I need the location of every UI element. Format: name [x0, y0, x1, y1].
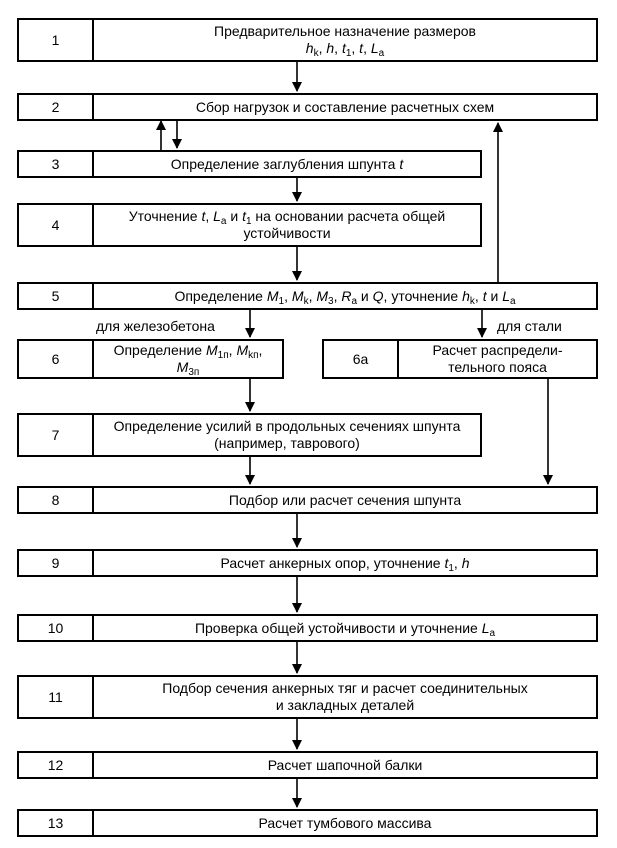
step-text: Расчет шапочной балки — [94, 753, 596, 777]
branch-label-steel: для стали — [497, 318, 562, 334]
step-box-12: 12 Расчет шапочной балки — [17, 751, 598, 779]
step-text-line: hk, h, t1, t, La — [305, 40, 385, 59]
step-box-5: 5 Определение M1, Mk, M3, Ra и Q, уточнен… — [17, 282, 598, 310]
step-box-3: 3 Определение заглубления шпунта t — [17, 150, 482, 178]
step-box-7: 7 Определение усилий в продольных сечения… — [17, 413, 482, 457]
step-text: Расчет тумбового массива — [94, 811, 596, 835]
step-text-line: Определение M1п, Mkп, — [113, 342, 263, 361]
step-text-line: Определение заглубления шпунта t — [170, 155, 404, 172]
step-text-line: Расчет распредели- — [432, 342, 563, 358]
step-text-line: устойчивости — [243, 225, 331, 241]
step-number: 13 — [19, 811, 94, 835]
step-number: 9 — [19, 551, 94, 575]
step-box-9: 9 Расчет анкерных опор, уточнение t1, h — [17, 549, 598, 577]
step-number: 10 — [19, 616, 94, 640]
step-text-line: Предварительное назначение размеров — [214, 23, 476, 39]
step-text: Определение усилий в продольных сечениях… — [94, 415, 480, 455]
step-text-line: Подбор сечения анкерных тяг и расчет сое… — [162, 680, 528, 696]
step-text-line: Определение усилий в продольных сечениях… — [113, 418, 461, 434]
step-text: Расчет распредели-тельного пояса — [399, 341, 596, 377]
step-number: 8 — [19, 488, 94, 512]
step-text-line: тельного пояса — [448, 359, 547, 375]
step-text-line: M3п — [176, 359, 200, 378]
step-number: 12 — [19, 753, 94, 777]
step-text-line: Расчет шапочной балки — [267, 756, 423, 773]
step-text: Определение M1п, Mkп,M3п — [94, 341, 282, 378]
step-text: Подбор сечения анкерных тяг и расчет сое… — [94, 677, 596, 717]
step-text-line: Уточнение t, La и t1 на основании расчет… — [128, 208, 446, 227]
step-number: 6а — [324, 341, 399, 377]
step-text: Подбор или расчет сечения шпунта — [94, 488, 596, 512]
step-text: Расчет анкерных опор, уточнение t1, h — [94, 551, 596, 575]
branch-label-concrete: для железобетона — [96, 318, 215, 334]
step-text-line: Сбор нагрузок и составление расчетных сх… — [195, 98, 495, 115]
step-text-line: Расчет анкерных опор, уточнение t1, h — [220, 554, 470, 574]
step-box-4: 4 Уточнение t, La и t1 на основании расче… — [17, 203, 482, 247]
step-number: 3 — [19, 152, 94, 176]
step-box-11: 11 Подбор сечения анкерных тяг и расчет с… — [17, 675, 598, 719]
step-box-8: 8 Подбор или расчет сечения шпунта — [17, 486, 598, 514]
step-number: 5 — [19, 284, 94, 308]
step-number: 6 — [19, 341, 94, 377]
step-text-line: Расчет тумбового массива — [258, 814, 432, 831]
step-number: 7 — [19, 415, 94, 455]
step-text-line: Проверка общей устойчивости и уточнение … — [194, 619, 496, 639]
step-text: Уточнение t, La и t1 на основании расчет… — [94, 205, 480, 245]
step-text: Определение заглубления шпунта t — [94, 152, 480, 176]
step-number: 2 — [19, 95, 94, 119]
step-number: 11 — [19, 677, 94, 717]
step-text-line: Определение M1, Mk, M3, Ra и Q, уточнени… — [174, 287, 516, 307]
step-number: 4 — [19, 205, 94, 245]
step-text-line: Подбор или расчет сечения шпунта — [228, 491, 462, 508]
step-text: Сбор нагрузок и составление расчетных сх… — [94, 95, 596, 119]
step-text-line: и закладных деталей — [275, 697, 415, 713]
step-number: 1 — [19, 20, 94, 60]
step-text: Проверка общей устойчивости и уточнение … — [94, 616, 596, 640]
step-box-10: 10 Проверка общей устойчивости и уточнени… — [17, 614, 598, 642]
step-text-line: (например, таврового) — [214, 435, 360, 451]
step-text: Определение M1, Mk, M3, Ra и Q, уточнени… — [94, 284, 596, 308]
step-box-13: 13 Расчет тумбового массива — [17, 809, 598, 837]
step-box-2: 2 Сбор нагрузок и составление расчетных с… — [17, 93, 598, 121]
